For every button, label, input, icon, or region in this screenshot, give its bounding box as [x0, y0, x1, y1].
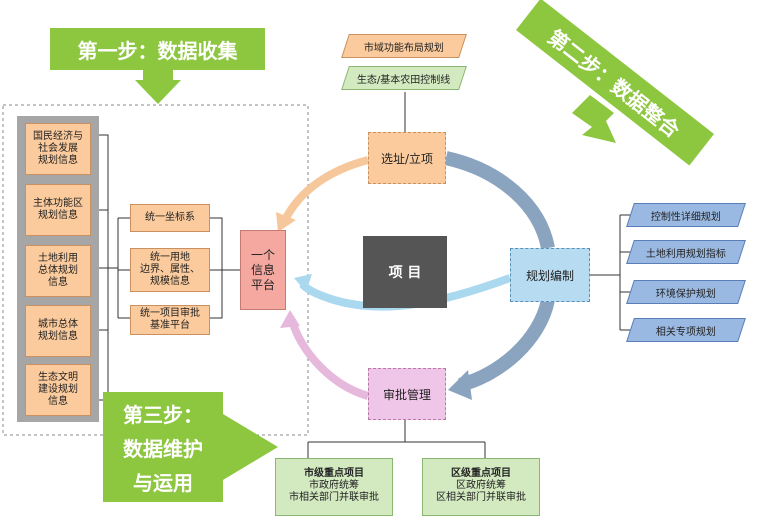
bottom-city-project-line2: 市相关部门并联审批 — [289, 492, 379, 503]
middle-item-coordinate: 统一坐标系 — [130, 204, 210, 232]
top-input-city-layout: 市域功能布局规划 — [341, 34, 467, 58]
left-item-ecology: 生态文明 建设规划 信息 — [25, 364, 91, 416]
right-item-special-plan: 相关专项规划 — [626, 318, 746, 342]
left-item-land-use: 土地利用 总体规划 信息 — [25, 245, 91, 297]
step3-label-line2: 数据维护 — [123, 436, 203, 461]
top-input-city-layout-label: 市域功能布局规划 — [364, 42, 444, 54]
right-item-special-plan-label: 相关专项规划 — [656, 326, 716, 338]
bottom-district-project: 区级重点项目 区政府统筹 区相关部门并联审批 — [422, 458, 540, 516]
arrow-site-to-platform — [281, 156, 370, 222]
bottom-city-project-title: 市级重点项目 — [304, 468, 364, 479]
left-bracket — [99, 134, 109, 401]
info-platform: 一个 信息 平台 — [240, 230, 286, 310]
step3-label-line3: 与运用 — [133, 470, 193, 495]
arrow-planning-to-approval — [458, 298, 555, 392]
arrow-head-approval — [448, 370, 472, 400]
step3-label-line1: 第三步： — [123, 402, 203, 427]
left-item-economy: 国民经济与 社会发展 规划信息 — [25, 123, 91, 175]
top-input-eco-line: 生态/基本农田控制线 — [341, 66, 467, 90]
step1-arrow — [135, 70, 181, 104]
left-item-function-zone: 主体功能区 规划信息 — [25, 184, 91, 236]
left-item-city-plan: 城市总体 规划信息 — [25, 305, 91, 357]
arrow-site-to-planning — [444, 151, 555, 250]
middle-item-land-info: 统一用地 边界、属性、 规模信息 — [130, 248, 210, 292]
bottom-connector — [307, 420, 486, 458]
right-item-env-plan-label: 环境保护规划 — [656, 288, 716, 300]
arrow-approval-to-platform — [288, 318, 370, 400]
step2-arrow — [572, 95, 616, 143]
bottom-district-project-line1: 区政府统筹 — [456, 480, 506, 491]
bottom-district-project-line2: 区相关部门并联审批 — [436, 492, 526, 503]
top-input-eco-line-label: 生态/基本农田控制线 — [357, 74, 451, 86]
bottom-city-project: 市级重点项目 市政府统筹 市相关部门并联审批 — [275, 458, 393, 516]
step1-label: 第一步：数据收集 — [77, 38, 238, 63]
middle-item-approval-platform: 统一项目审批 基准平台 — [130, 305, 210, 335]
project-center: 项 目 — [363, 236, 447, 308]
right-item-env-plan: 环境保护规划 — [626, 280, 746, 304]
right-item-land-index-label: 土地利用规划指标 — [646, 248, 726, 260]
cycle-site: 选址/立项 — [368, 132, 446, 184]
right-item-land-index: 土地利用规划指标 — [626, 240, 746, 264]
step1-banner: 第一步：数据收集 — [50, 28, 265, 70]
right-bracket — [210, 217, 240, 319]
right-item-detailed-plan: 控制性详细规划 — [626, 203, 746, 227]
bottom-district-project-title: 区级重点项目 — [451, 468, 511, 479]
bottom-city-project-line1: 市政府统筹 — [309, 480, 359, 491]
cycle-approval: 审批管理 — [368, 368, 446, 420]
arrow-planning-to-platform — [299, 274, 512, 311]
right-item-detailed-plan-label: 控制性详细规划 — [651, 211, 721, 223]
cycle-planning: 规划编制 — [510, 248, 590, 302]
right-column-bracket — [590, 214, 632, 331]
middle-bracket — [108, 217, 130, 319]
step3-banner-shape — [103, 392, 278, 502]
